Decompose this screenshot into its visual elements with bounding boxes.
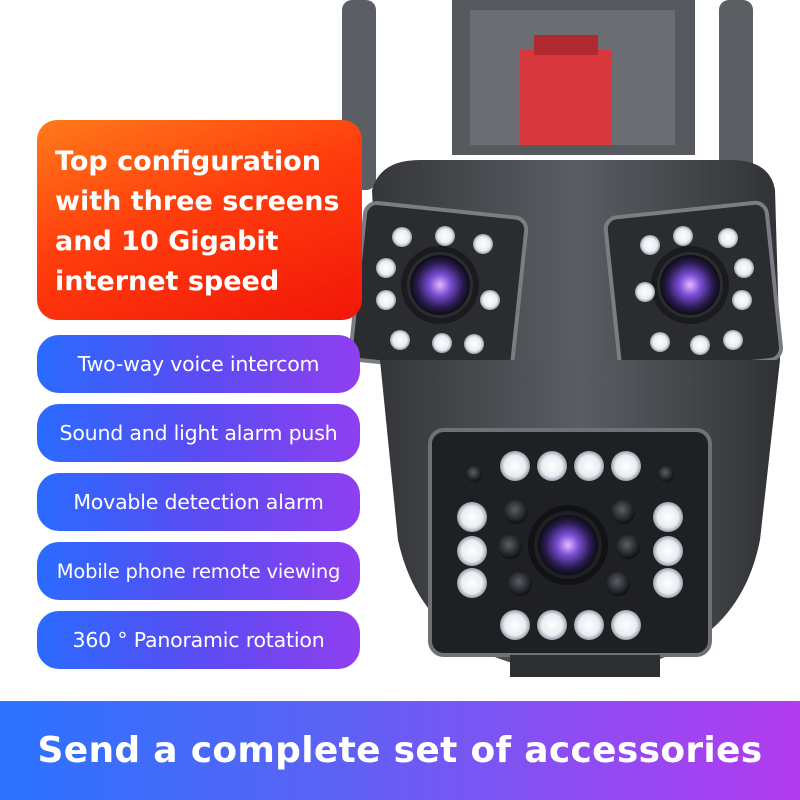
headline-line-3: and 10 Gigabit [55,226,279,257]
headline-badge: Top configuration with three screens and… [37,120,362,320]
feature-pill-detection-alarm: Movable detection alarm [37,473,360,531]
headline-line-2: with three screens [55,186,340,217]
feature-pill-alarm-push: Sound and light alarm push [37,404,360,462]
accessories-banner: Send a complete set of accessories [0,701,800,800]
headline-line-4: internet speed [55,266,280,297]
feature-pill-remote-viewing: Mobile phone remote viewing [37,542,360,600]
feature-pill-voice-intercom: Two-way voice intercom [37,335,360,393]
feature-pill-panoramic-rotation: 360 ° Panoramic rotation [37,611,360,669]
headline-line-1: Top configuration [55,146,321,177]
